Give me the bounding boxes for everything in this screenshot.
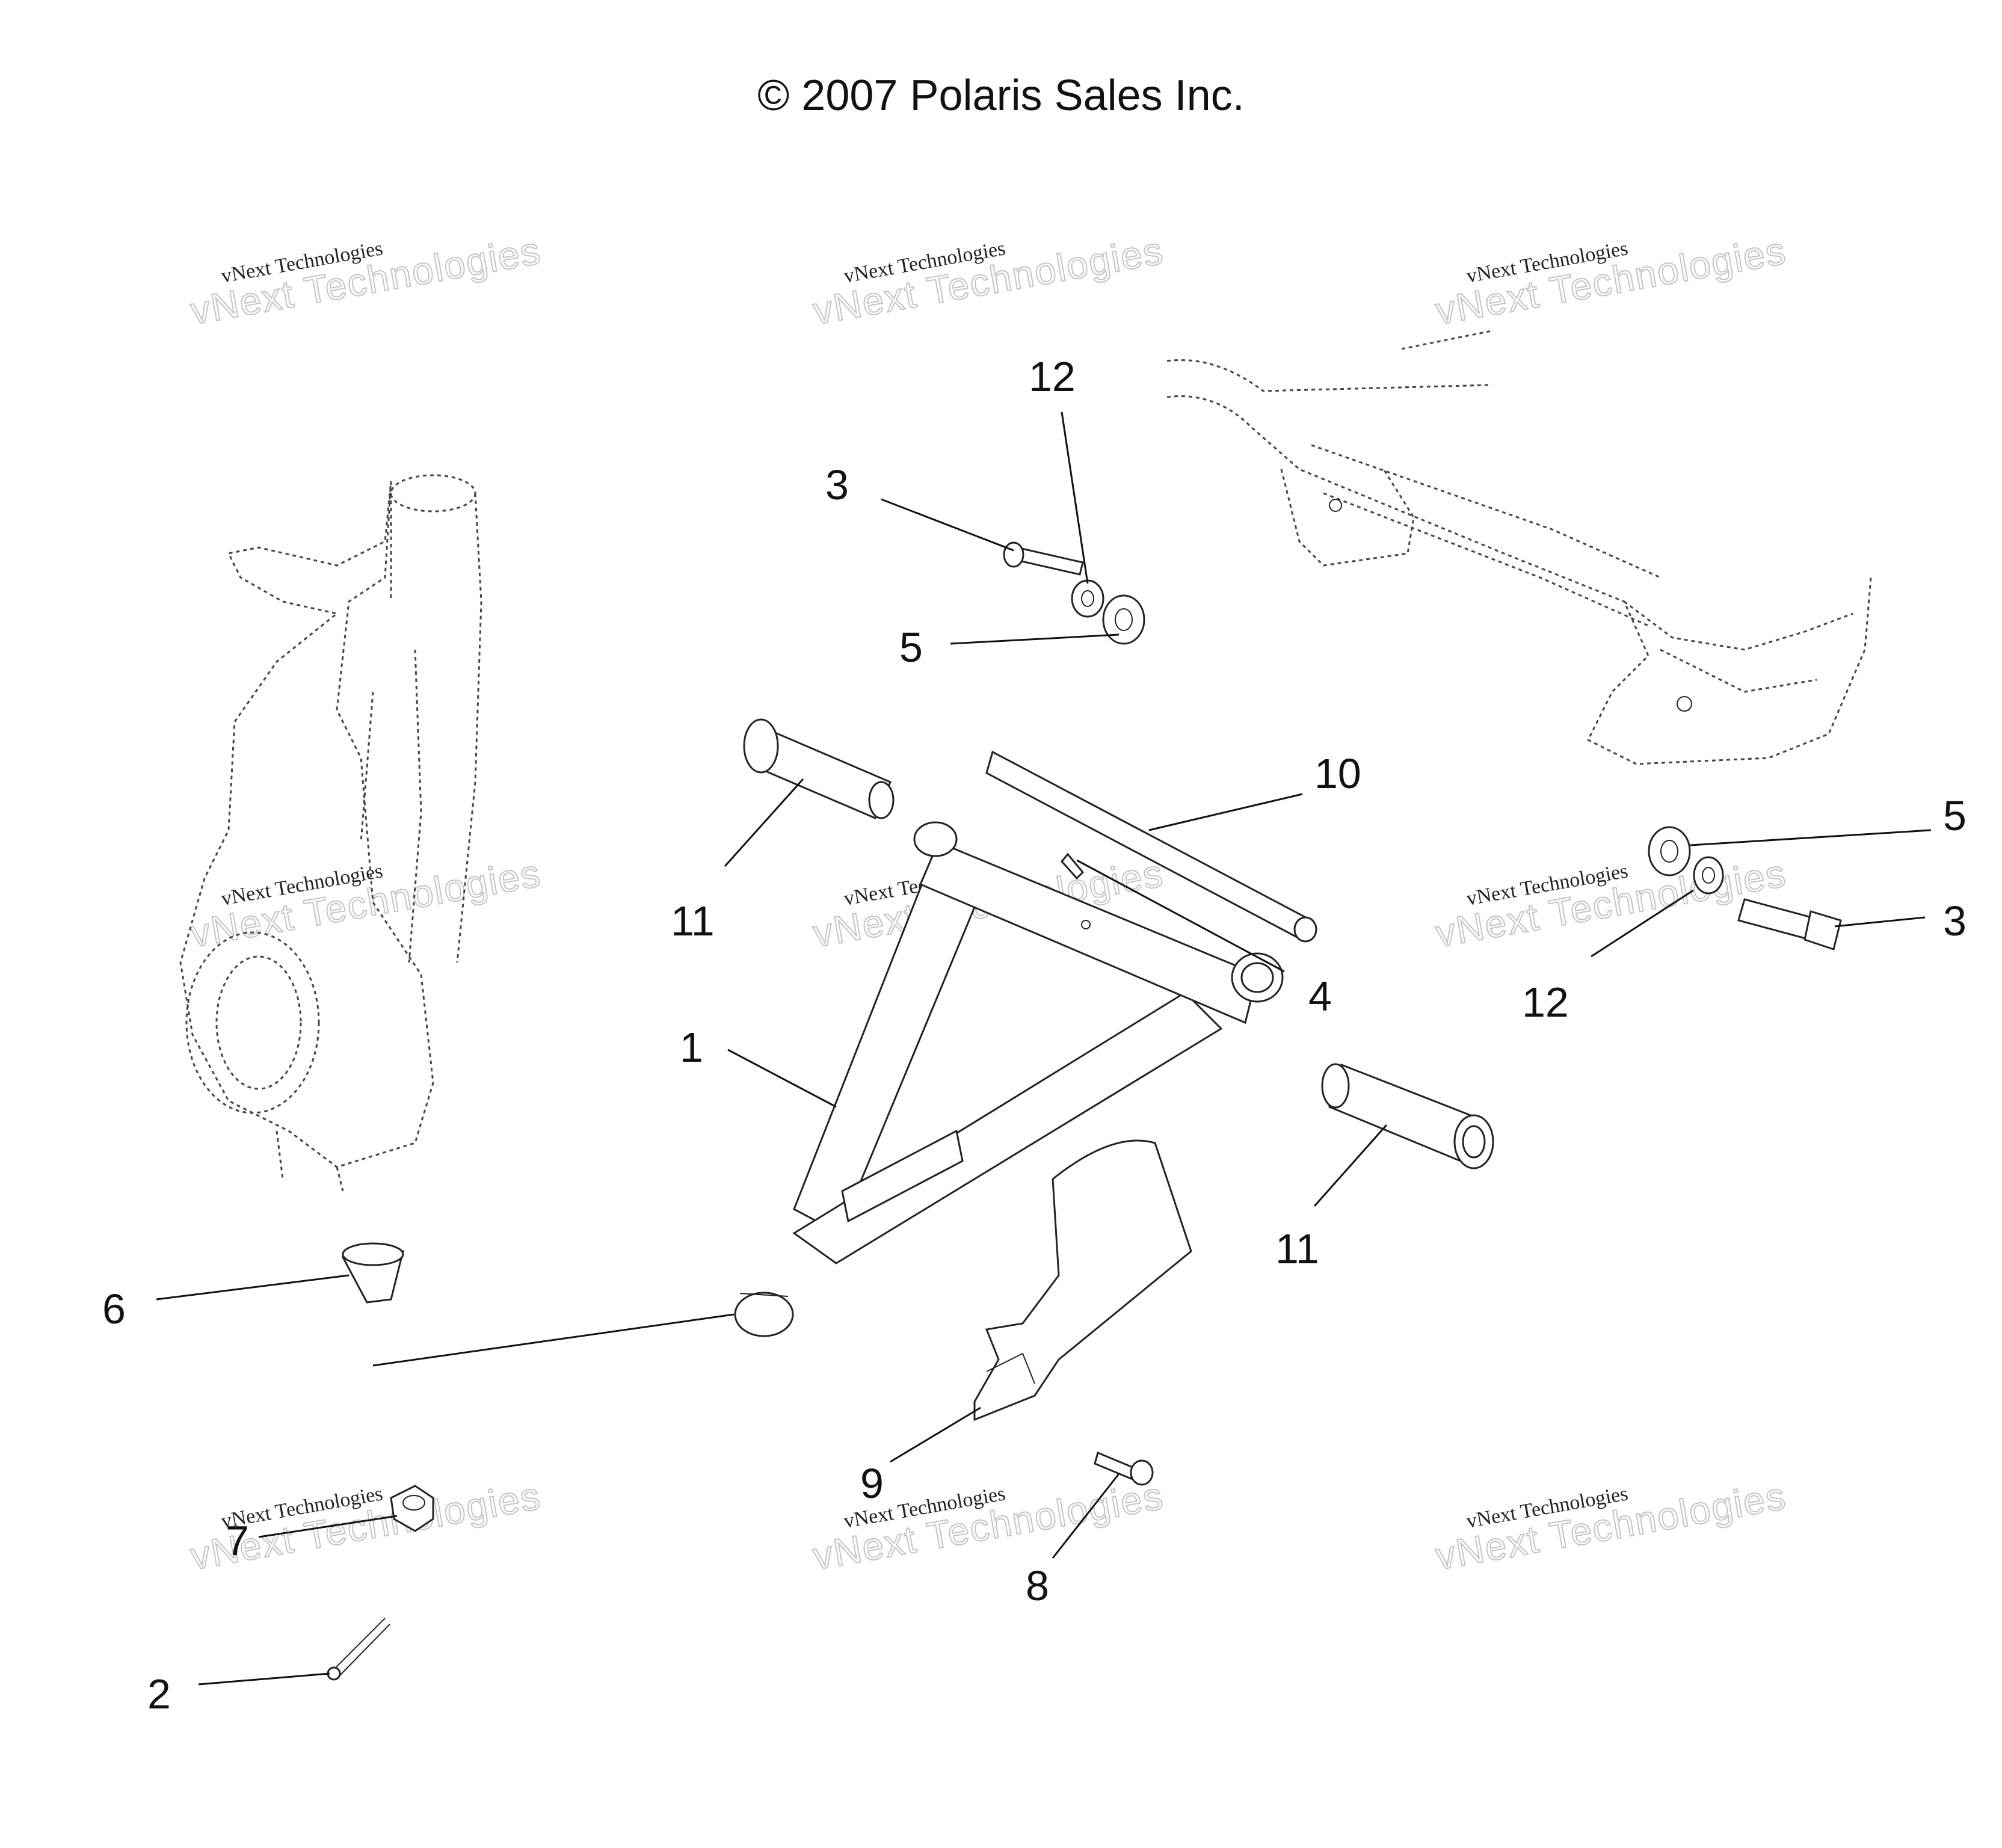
callout-5-right: 5	[1943, 792, 1967, 839]
callout-5-top: 5	[899, 624, 923, 671]
leader-line-6	[156, 1274, 350, 1301]
leader-line-3-top	[881, 498, 1014, 552]
callout-11-left: 11	[671, 898, 715, 944]
callout-numbers: 12 3 5 11 10 4 1 5 3 12 11 6 9 7 8 2	[102, 353, 1967, 1717]
washer-part-12-top	[1071, 579, 1104, 618]
nut-part-7	[390, 1485, 434, 1532]
cotter-pin-part-2	[327, 1618, 390, 1681]
leader-line-12-top	[1061, 411, 1089, 584]
frame-reference	[1166, 330, 1872, 765]
washer-part-5-top	[1102, 594, 1145, 645]
pivot-tube-part-10	[985, 750, 1317, 943]
watermark: vNext Technologies vNext Technologies	[1432, 1473, 1790, 1578]
leader-line-7	[258, 1515, 398, 1538]
callout-7: 7	[226, 1517, 249, 1564]
bushing-part-11-right	[1321, 1063, 1494, 1169]
callout-9: 9	[860, 1460, 884, 1507]
bolt-part-8	[1094, 1451, 1154, 1486]
callout-6: 6	[102, 1286, 126, 1332]
callout-3-right: 3	[1943, 898, 1967, 944]
callout-2: 2	[147, 1671, 171, 1717]
leader-line-5-right	[1690, 829, 1932, 846]
leader-line-9	[890, 1406, 981, 1463]
callout-10: 10	[1314, 750, 1361, 797]
callout-8: 8	[1026, 1562, 1049, 1609]
leader-line-8	[1052, 1473, 1120, 1559]
leader-line-knuckle-joint	[372, 1313, 735, 1367]
watermark: vNext Technologies vNext Technologies	[809, 228, 1167, 333]
a-arm-part-1	[734, 821, 1284, 1337]
copyright-notice: © 2007 Polaris Sales Inc.	[757, 72, 1245, 120]
leader-line-2	[198, 1672, 330, 1686]
watermark: vNext Technologies vNext Technologies	[1432, 851, 1790, 956]
boot-part-6	[341, 1242, 404, 1304]
washer-part-5-right	[1648, 826, 1691, 876]
callout-4: 4	[1308, 973, 1332, 1020]
watermark: vNext Technologies vNext Technologies	[186, 228, 544, 333]
callout-1: 1	[680, 1024, 703, 1071]
callout-12-right: 12	[1522, 979, 1569, 1026]
guard-part-9	[973, 1139, 1192, 1421]
steering-knuckle-reference	[179, 474, 482, 1192]
bolt-part-3-right	[1737, 898, 1842, 950]
leader-lines	[156, 411, 1932, 1686]
watermark: vNext Technologies vNext Technologies	[1432, 228, 1790, 333]
leader-line-11-left	[724, 778, 804, 867]
bolt-part-3-top	[1003, 541, 1084, 576]
leader-line-1	[727, 1049, 837, 1108]
leader-line-3-right	[1834, 916, 1926, 928]
leader-line-11-right	[1313, 1124, 1388, 1207]
callout-12-top: 12	[1029, 353, 1076, 400]
washer-part-12-right	[1693, 856, 1724, 895]
callout-11-right: 11	[1275, 1225, 1319, 1272]
callout-3-top: 3	[825, 461, 849, 508]
leader-line-12-right	[1591, 889, 1694, 958]
leader-line-10	[1148, 793, 1303, 831]
leader-line-5-top	[950, 633, 1120, 645]
leader-line-4	[1076, 859, 1285, 973]
watermark: vNext Technologies vNext Technologies	[186, 851, 544, 956]
bushing-part-11-left	[743, 718, 895, 819]
